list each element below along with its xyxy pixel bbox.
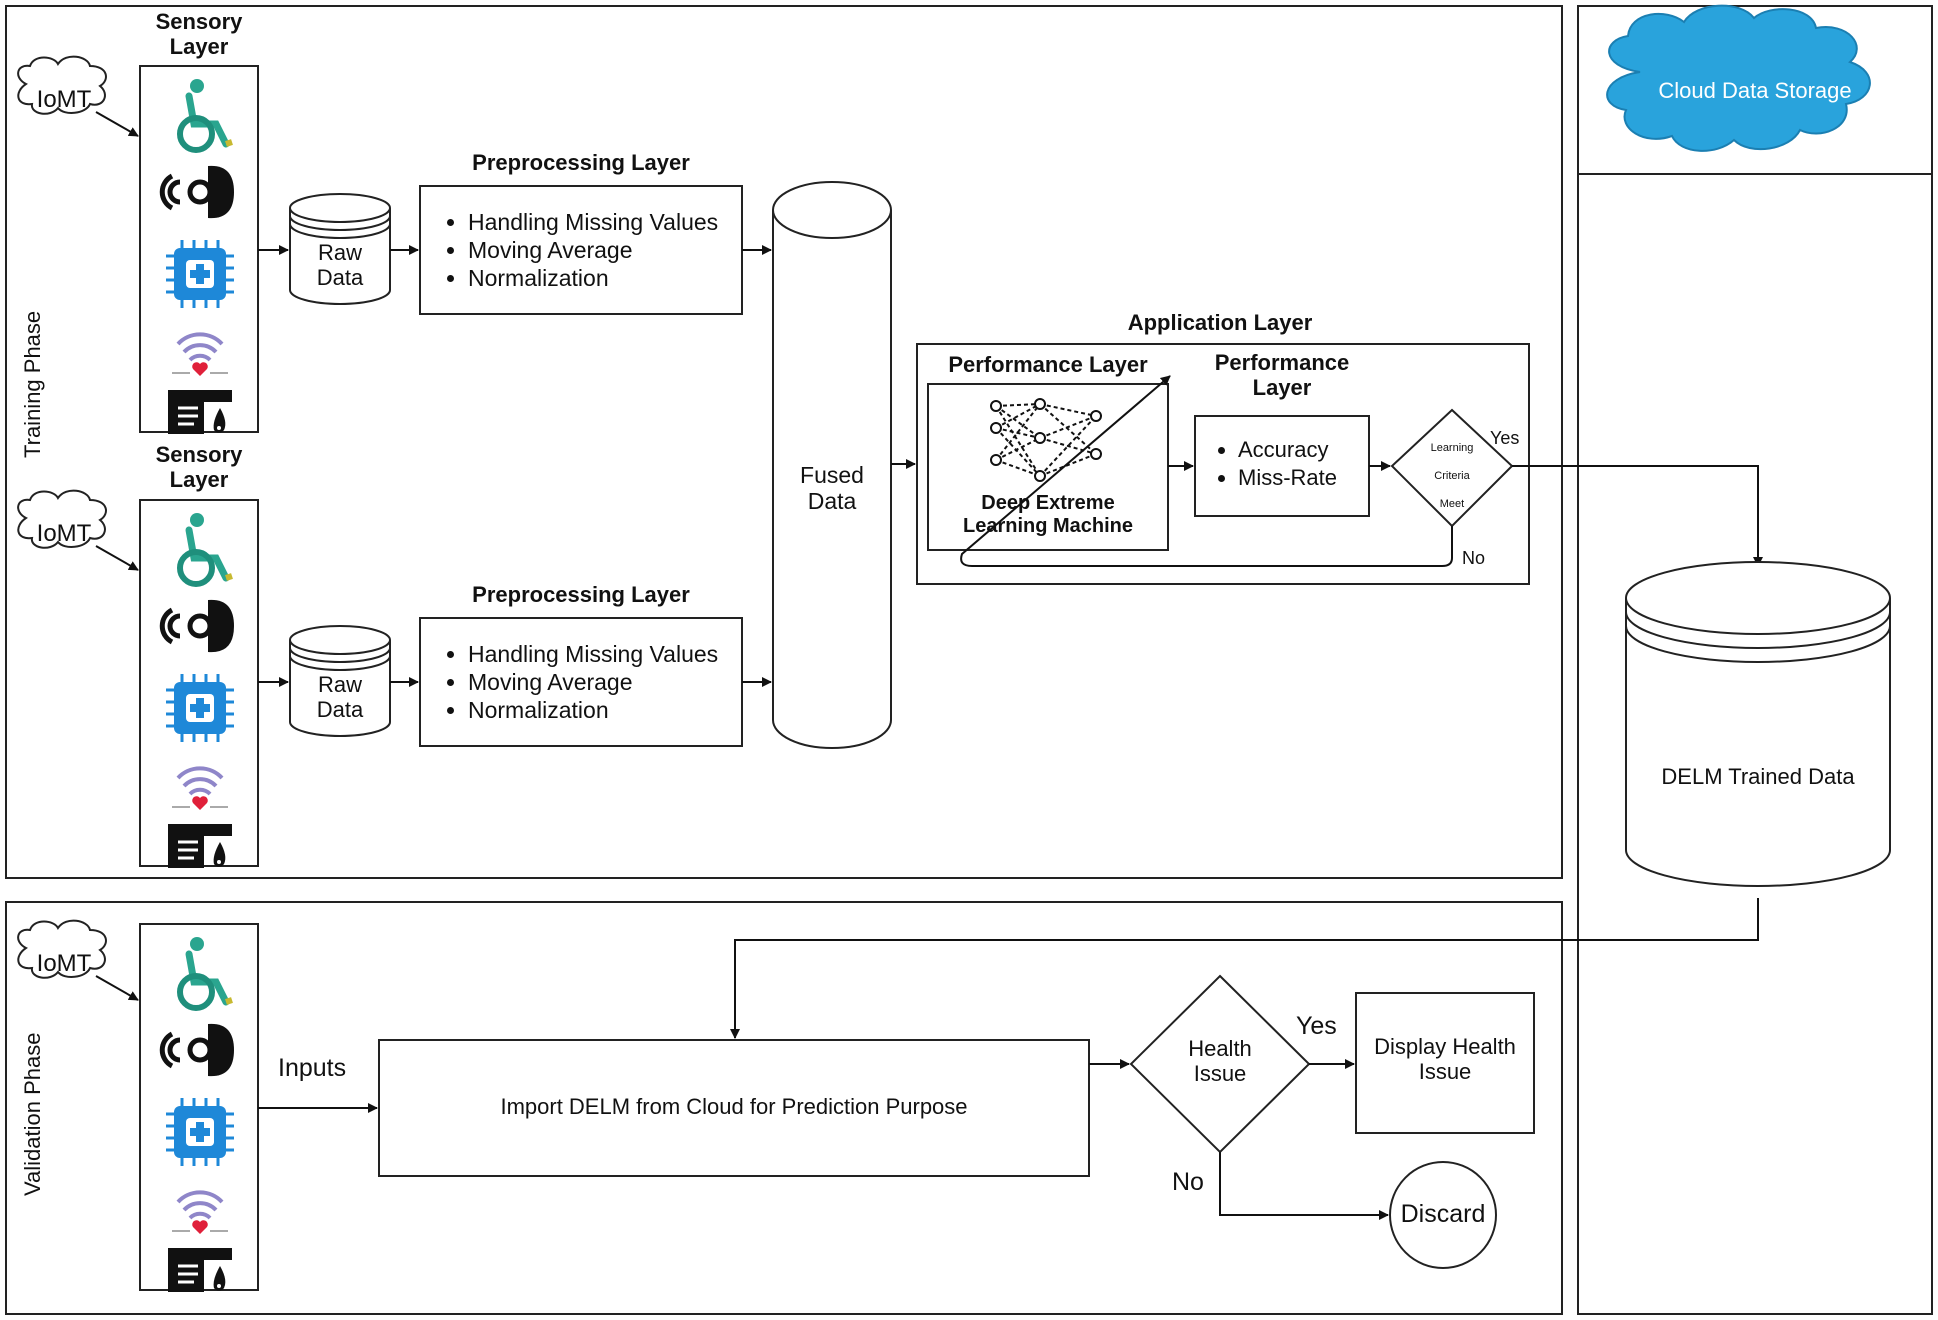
preprocessing-title-1: Preprocessing Layer xyxy=(472,150,690,175)
preprocessing-item: Handling Missing Values xyxy=(468,208,718,236)
metrics-box xyxy=(1194,415,1370,517)
learning-yes-label: Yes xyxy=(1490,428,1520,448)
iomt-cloud-1 xyxy=(17,55,107,115)
application-layer-box xyxy=(916,343,1530,585)
discard-label: Discard xyxy=(1400,1200,1486,1228)
import-delm-label: Import DELM from Cloud for Prediction Pu… xyxy=(500,1094,968,1119)
raw-data-cylinder-2 xyxy=(289,625,391,737)
iomt-label-3: IoMT xyxy=(36,950,92,977)
preprocessing-item: Handling Missing Values xyxy=(468,640,718,668)
preprocessing-item: Normalization xyxy=(468,696,718,724)
cloud-data-storage-label: Cloud Data Storage xyxy=(1658,78,1852,103)
fused-data-cylinder xyxy=(772,181,892,749)
import-delm-box xyxy=(378,1039,1090,1177)
iomt-cloud-3 xyxy=(17,919,107,979)
preprocessing-box-2 xyxy=(419,617,743,747)
preprocessing-list-1: Handling Missing Values Moving Average N… xyxy=(440,208,718,292)
cloud-data-storage-shape xyxy=(1606,4,1871,152)
training-phase-frame xyxy=(5,5,1563,879)
preprocessing-item: Moving Average xyxy=(468,668,718,696)
inputs-label: Inputs xyxy=(278,1054,347,1082)
raw-data-cylinder-1 xyxy=(289,193,391,305)
iomt-label-2: IoMT xyxy=(36,520,92,547)
delm-trained-data-cylinder xyxy=(1625,561,1891,887)
storage-frame xyxy=(1577,173,1933,1315)
performance-layer-left-title: Performance Layer xyxy=(948,352,1148,377)
application-layer-title: Application Layer xyxy=(1127,310,1313,335)
metrics-list: Accuracy Miss-Rate xyxy=(1210,436,1337,492)
learning-no-label: No xyxy=(1462,548,1486,568)
discard-circle xyxy=(1389,1161,1497,1269)
health-no-label: No xyxy=(1172,1168,1204,1196)
preprocessing-list-2: Handling Missing Values Moving Average N… xyxy=(440,640,718,724)
preprocessing-title-2: Preprocessing Layer xyxy=(472,582,690,607)
metric-item: Miss-Rate xyxy=(1238,464,1337,492)
preprocessing-item: Normalization xyxy=(468,264,718,292)
validation-phase-frame xyxy=(5,901,1563,1315)
preprocessing-box-1 xyxy=(419,185,743,315)
metric-item: Accuracy xyxy=(1238,436,1337,464)
iomt-cloud-2 xyxy=(17,489,107,549)
delm-trained-data-label: DELM Trained Data xyxy=(1661,764,1855,789)
health-yes-label: Yes xyxy=(1296,1012,1337,1040)
display-health-box xyxy=(1355,992,1535,1134)
iomt-label-1: IoMT xyxy=(36,86,92,113)
neural-network-icon xyxy=(990,398,1102,482)
validation-phase-label: Validation Phase xyxy=(20,1032,45,1197)
training-phase-label: Training Phase xyxy=(20,310,45,458)
preprocessing-item: Moving Average xyxy=(468,236,718,264)
